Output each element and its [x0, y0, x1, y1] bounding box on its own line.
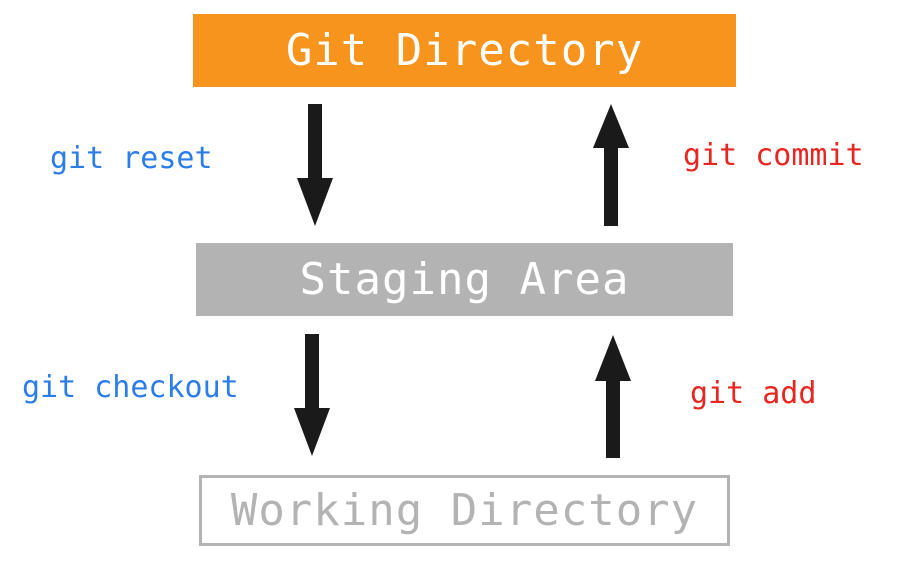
- working-directory-box: Working Directory: [199, 475, 730, 546]
- up-arrow-commit: [593, 104, 629, 226]
- git-commit-label: git commit: [683, 138, 864, 173]
- git-directory-label: Git Directory: [285, 25, 644, 76]
- staging-area-label: Staging Area: [299, 254, 630, 305]
- git-checkout-label: git checkout: [22, 370, 239, 405]
- down-arrow-checkout: [294, 334, 330, 456]
- git-directory-box: Git Directory: [193, 14, 736, 87]
- down-arrow-reset: [297, 104, 333, 226]
- up-arrow-add: [595, 335, 631, 458]
- working-directory-label: Working Directory: [230, 485, 699, 536]
- git-add-label: git add: [690, 376, 817, 411]
- staging-area-box: Staging Area: [196, 243, 733, 316]
- git-reset-label: git reset: [50, 141, 213, 176]
